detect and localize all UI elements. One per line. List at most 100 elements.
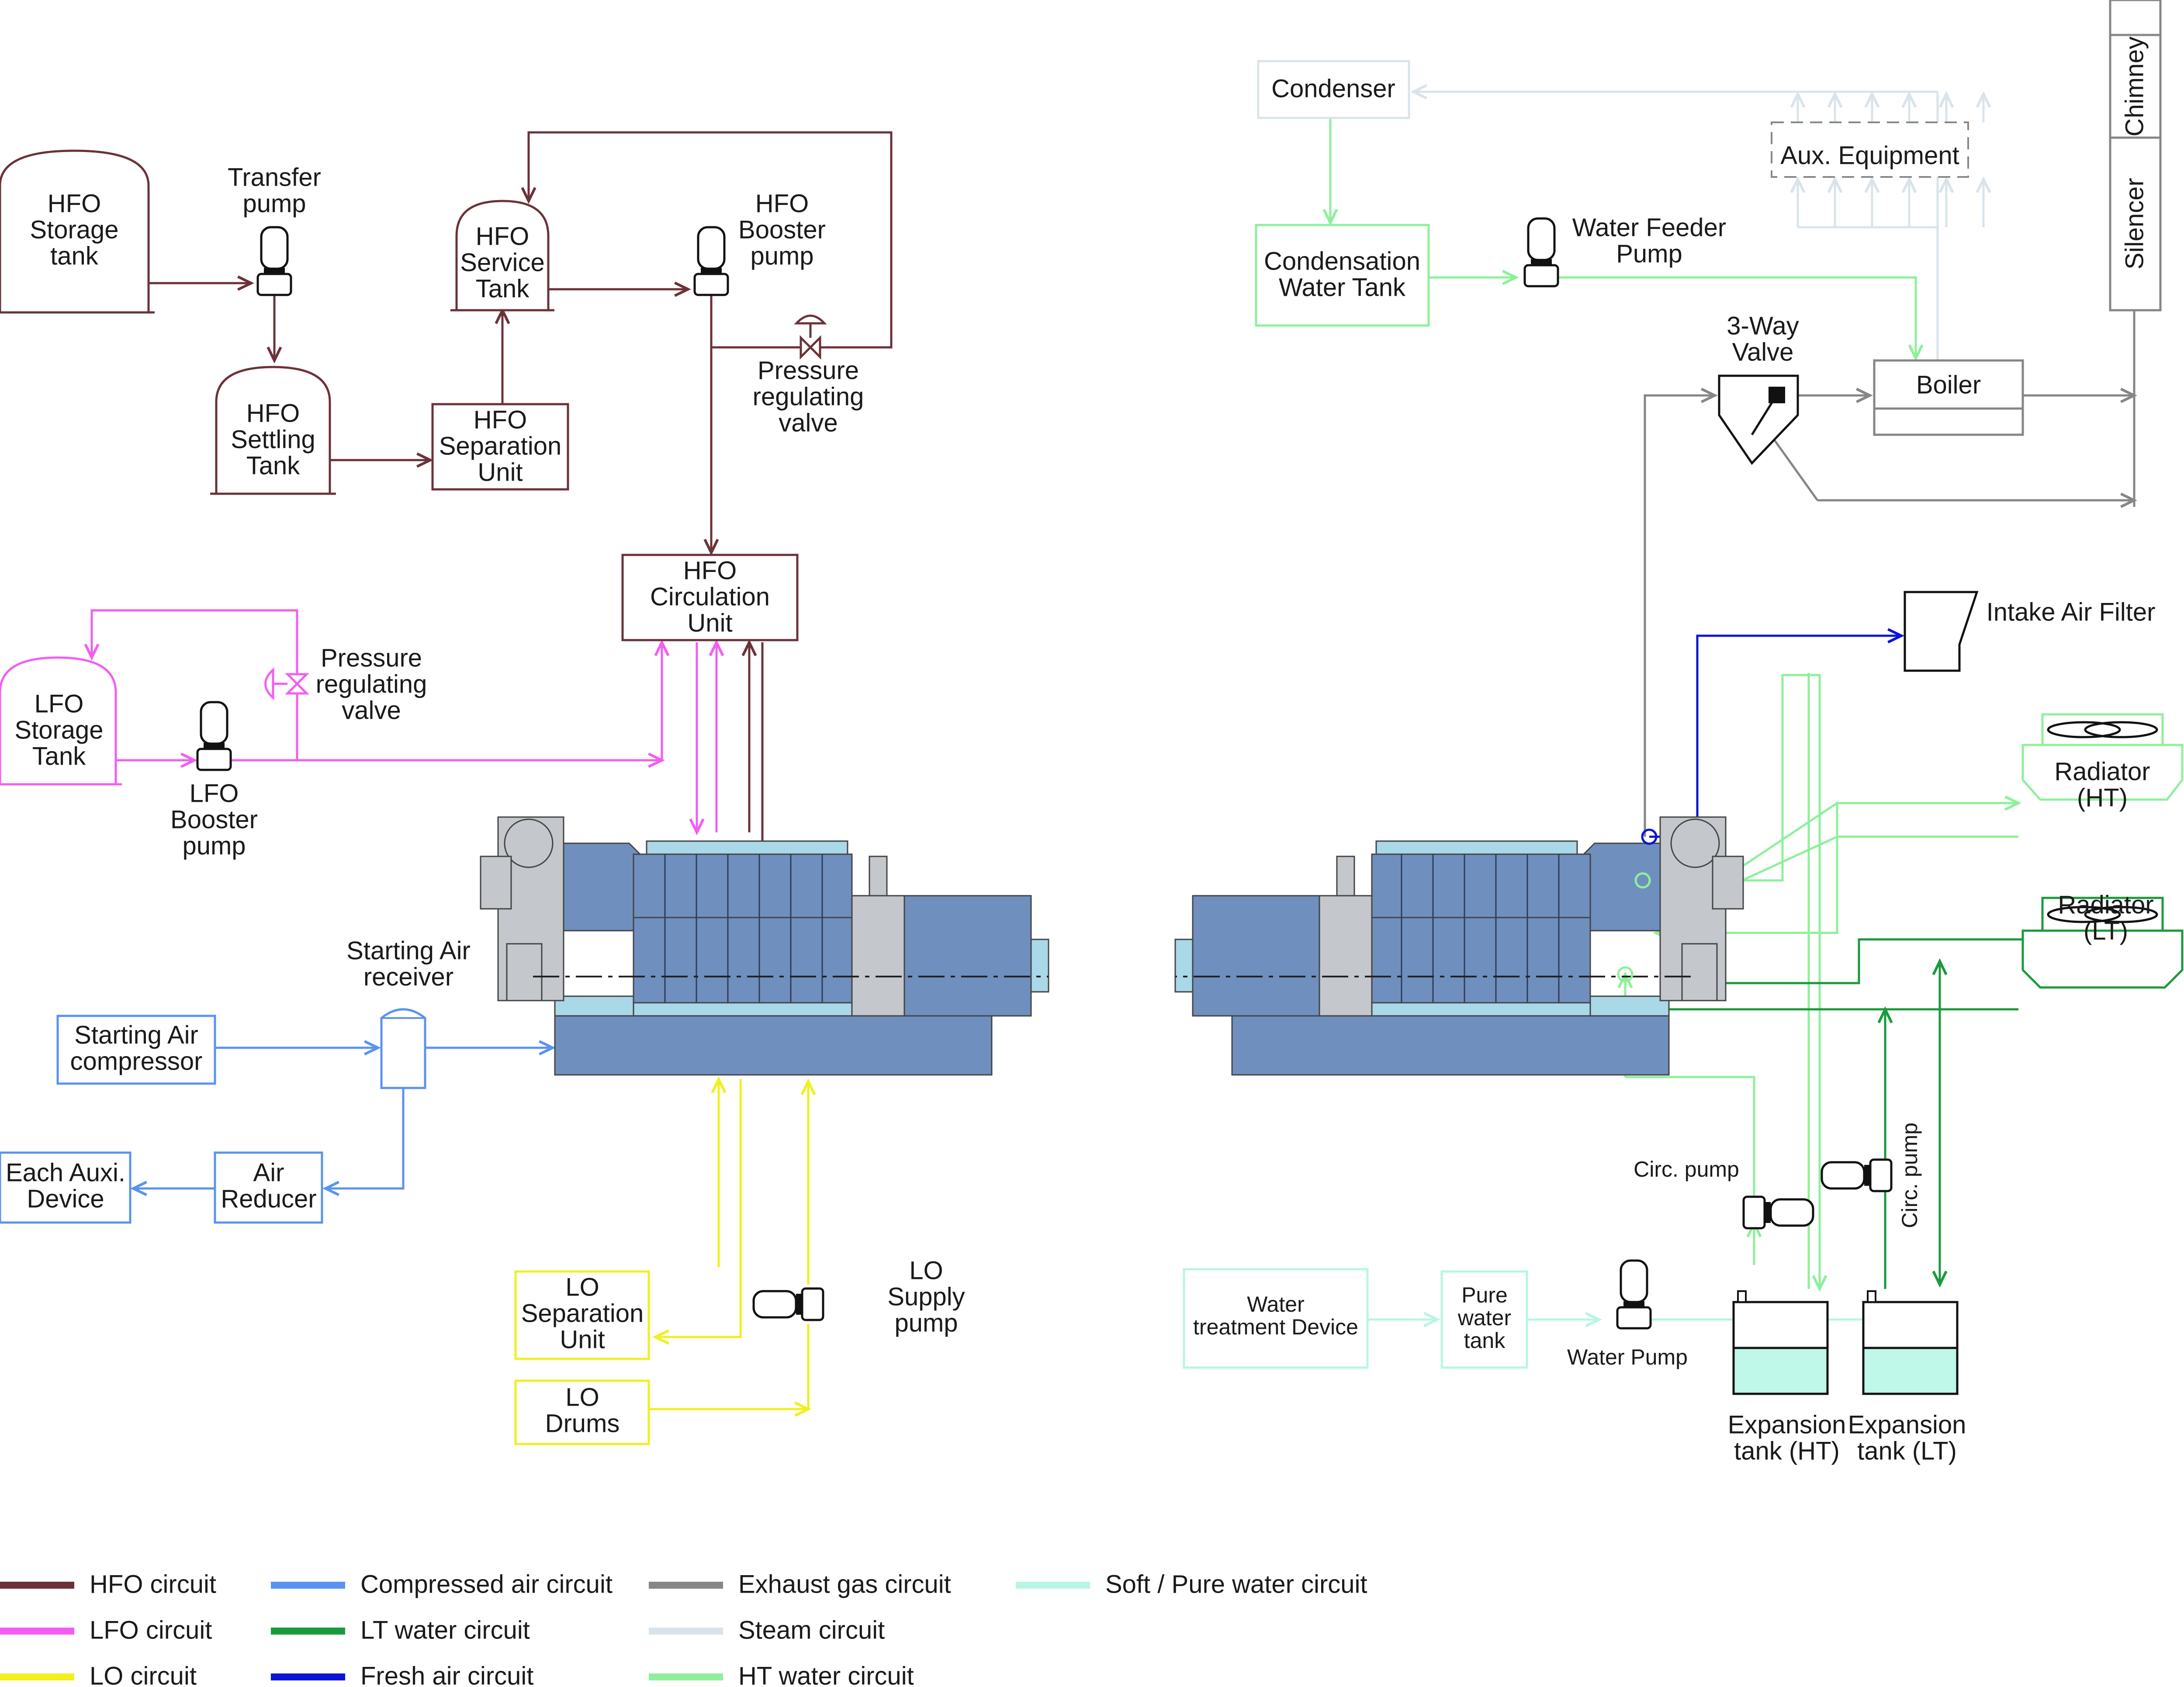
- lfo-pressure-valve: [284, 673, 310, 695]
- three-way-valve-label: Valve: [1732, 338, 1794, 366]
- lo-separation-label: LO: [565, 1273, 599, 1301]
- aux-equipment: [1771, 121, 1969, 178]
- hfo-pressure-valve-label: Pressure: [758, 356, 859, 385]
- arrow-head: [654, 639, 670, 656]
- equipment-layer: [0, 0, 2184, 1445]
- engine-governor: [1336, 856, 1355, 897]
- arrow-head: [1410, 84, 1427, 100]
- radiator-ht-fan-blade-right: [2084, 721, 2158, 738]
- arrow-head: [1864, 176, 1880, 193]
- hfo-settling-tank: [215, 366, 331, 494]
- lfo-storage-label: Storage: [14, 716, 103, 744]
- lo-supply-pump-body: [801, 1287, 824, 1321]
- arrow-head: [1932, 958, 1948, 975]
- lo-supply-pump-label: Supply: [887, 1282, 965, 1311]
- lfo-pressure-valve-label: regulating: [316, 670, 427, 698]
- hfo-booster-label: pump: [750, 242, 813, 270]
- expansion-lt-label: tank (LT): [1857, 1437, 1957, 1465]
- expansion-tank-ht-water: [1732, 1347, 1829, 1395]
- water-feeder-pump-body: [1523, 264, 1559, 288]
- arrow-head: [1790, 176, 1806, 193]
- arrow-head: [1887, 628, 1904, 644]
- pipe-lo-engine-to-sep: [655, 1079, 742, 1338]
- hfo-storage-label: HFO: [48, 189, 101, 218]
- ht-drain-port: [1617, 966, 1634, 983]
- water-pump-motor: [1620, 1259, 1648, 1303]
- lfo-valve-actuator: [264, 667, 274, 700]
- aux-equipment-label: Aux. Equipment: [1780, 141, 1959, 170]
- engine-flywheel-housing: [851, 895, 905, 1017]
- starting-air-receiver: [380, 1008, 426, 1089]
- hfo-booster-pump-coupling: [701, 268, 722, 274]
- arrow-head: [674, 281, 691, 297]
- arrow-head: [180, 752, 197, 768]
- each-auxi-device-label: Device: [27, 1185, 104, 1213]
- ht-circ-pump-coupling: [1765, 1202, 1771, 1223]
- hfo-service-tank: [455, 200, 550, 310]
- starting-air-compressor: [56, 1015, 216, 1085]
- water-feeder-pump-label: Pump: [1616, 239, 1682, 268]
- arrow-head: [1701, 388, 1718, 403]
- hfo-settling-label: Tank: [246, 451, 301, 480]
- arrow-head: [322, 1181, 339, 1196]
- pipe-filter-to-engine: [1649, 634, 1901, 838]
- arrow-head: [1502, 270, 1519, 285]
- arrow-head: [711, 1076, 727, 1093]
- lt-circ-pump-motor: [1821, 1161, 1866, 1190]
- three-way-valve-stem: [1751, 395, 1778, 436]
- hfo-pressure-valve-label: valve: [779, 409, 838, 437]
- arrow-head: [416, 452, 433, 468]
- arrow-head: [1585, 1312, 1602, 1327]
- condenser: [1257, 60, 1410, 119]
- water-treatment-label: treatment Device: [1193, 1315, 1358, 1339]
- lfo-storage-label: LFO: [35, 689, 84, 718]
- lfo-pressure-valve-label: valve: [342, 696, 401, 724]
- arrow-head: [1976, 176, 1991, 193]
- lfo-storage-label: Tank: [32, 742, 87, 770]
- arrow-head: [267, 346, 282, 364]
- chimney-label: Chimney: [2120, 37, 2149, 137]
- legend-label: Steam circuit: [738, 1616, 885, 1644]
- silencer: [2109, 136, 2162, 312]
- arrow-head: [652, 1329, 669, 1345]
- radiator-lt: [2021, 929, 2184, 989]
- air-reducer-label: Air: [253, 1158, 284, 1187]
- radiator-lt-fan-blade-left: [2047, 906, 2121, 923]
- condensation-tank-label: Water Tank: [1279, 273, 1406, 301]
- lo-drums-label: LO: [565, 1383, 599, 1411]
- starting-air-receiver-label: Starting Air: [346, 936, 471, 965]
- lo-supply-pump-label: pump: [894, 1309, 958, 1337]
- engine-generator: [1192, 895, 1320, 1017]
- lfo-pressure-valve-label: Pressure: [321, 644, 422, 672]
- radiator-lt-label: Radiator: [2058, 890, 2153, 919]
- starting-air-compressor-label: Starting Air: [74, 1021, 198, 1049]
- hfo-circulation-label: Circulation: [650, 582, 770, 611]
- transfer-pump-coupling: [264, 268, 285, 274]
- hfo-service-label: Tank: [476, 274, 530, 303]
- water-pump-label: Water Pump: [1567, 1345, 1688, 1369]
- lfo-booster-label: LFO: [190, 779, 239, 807]
- legend-label: LFO circuit: [90, 1616, 212, 1644]
- arrow-head: [1423, 1312, 1440, 1327]
- condensation-water-tank: [1255, 224, 1430, 327]
- arrow-head: [703, 539, 719, 556]
- engine-turbo-inlet: [480, 856, 512, 910]
- engine-governor: [869, 856, 888, 897]
- pipe-booster-return: [527, 131, 893, 349]
- arrow-head: [237, 275, 254, 291]
- expansion-ht-label: tank (HT): [1734, 1437, 1840, 1465]
- hfo-booster-label: HFO: [755, 189, 809, 218]
- engine-right: [1174, 816, 1744, 1076]
- engine-oil-pan: [1371, 1002, 1591, 1017]
- arrow-head: [1856, 388, 1873, 403]
- radiator-lt-label: (LT): [2084, 917, 2128, 945]
- radiator-lt-fan-housing: [2041, 897, 2164, 932]
- arrow-head: [1864, 91, 1880, 108]
- transfer-pump-body: [256, 273, 292, 296]
- pipe-radiator-ht-return: [1656, 835, 2018, 934]
- arrow-head: [84, 644, 100, 661]
- boiler-label: Boiler: [1916, 371, 1981, 399]
- pure-water-tank: [1440, 1270, 1528, 1369]
- legend-label: Compressed air circuit: [360, 1570, 613, 1598]
